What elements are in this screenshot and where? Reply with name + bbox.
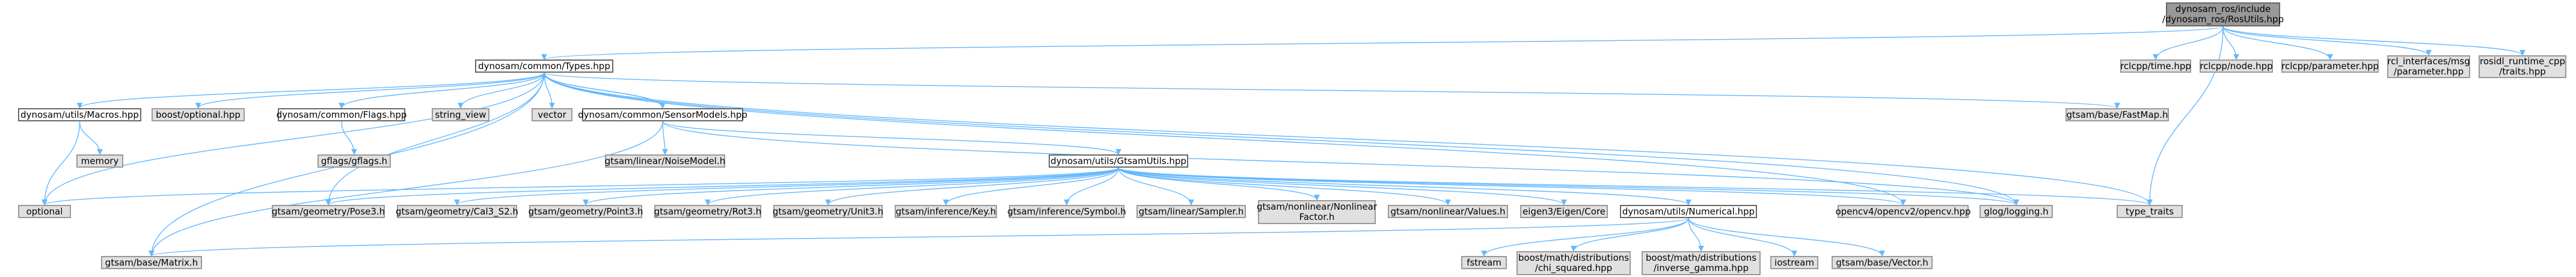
edge-gtsamutils-to-sampler <box>1118 167 1194 205</box>
edge-root-to-type_traits <box>2147 26 2224 205</box>
edge-gtsamutils-to-pose3 <box>325 167 1119 205</box>
edge-gtsamutils-to-glog <box>1118 167 2019 205</box>
node-nlfactor: gtsam/nonlinear/Nonlinear Factor.h <box>1257 200 1377 224</box>
edge-types-to-flags <box>339 72 545 109</box>
edges-layer <box>41 26 2525 257</box>
edge-gtsamutils-to-symbol <box>1064 167 1119 205</box>
edge-gtsamutils-to-eigen <box>1118 167 1567 205</box>
node-numerical[interactable]: dynosam/utils/Numerical.hpp <box>1620 205 1757 218</box>
edge-gtsamutils-to-nlfactor <box>1118 167 1320 201</box>
node-macros[interactable]: dynosam/utils/Macros.hpp <box>18 108 141 121</box>
edge-gtsamutils-to-rot3 <box>705 167 1119 205</box>
node-types[interactable]: dynosam/common/Types.hpp <box>475 59 613 73</box>
node-rcl-node: rclcpp/node.hpp <box>2200 59 2273 73</box>
edge-macros-to-optional <box>41 121 81 205</box>
node-values: gtsam/nonlinear/Values.h <box>1388 205 1508 218</box>
node-fastmap: gtsam/base/FastMap.h <box>2065 108 2169 121</box>
node-opencv: opencv4/opencv2/opencv.hpp <box>1835 205 1971 218</box>
edge-sensor-to-glog <box>662 121 2019 205</box>
edge-gtsamutils-to-values <box>1118 167 1451 205</box>
node-rcl-time: rclcpp/time.hpp <box>2120 59 2191 73</box>
node-gflags: gflags/gflags.h <box>317 154 391 168</box>
edge-gtsamutils-to-unit3 <box>825 167 1119 205</box>
node-vector: vector <box>532 108 572 121</box>
edge-types-to-pose3 <box>325 72 545 205</box>
edge-types-to-string_view <box>458 72 545 109</box>
node-chi: boost/math/distributions /chi_squared.hp… <box>1516 251 1631 275</box>
node-sampler: gtsam/linear/Sampler.h <box>1136 205 1246 218</box>
node-key: gtsam/inference/Key.h <box>895 205 997 218</box>
edge-gtsamutils-to-point3 <box>583 167 1119 205</box>
node-memory: memory <box>76 154 123 168</box>
node-matrix: gtsam/base/Matrix.h <box>101 256 202 269</box>
edge-numerical-to-invgamma <box>1688 218 1704 252</box>
node-gvector: gtsam/base/Vector.h <box>1832 256 1933 269</box>
edge-types-to-optional <box>41 72 545 205</box>
edge-types-to-macros <box>76 72 545 109</box>
edge-numerical-to-matrix <box>149 218 1689 257</box>
edge-flags-to-gflags <box>341 121 357 155</box>
edge-macros-to-memory <box>79 121 103 155</box>
edge-numerical-to-fstream <box>1481 218 1689 257</box>
node-type-traits: type_traits <box>2117 205 2183 218</box>
edge-gtsamutils-to-key <box>943 167 1119 205</box>
node-unit3: gtsam/geometry/Unit3.h <box>773 205 883 218</box>
edge-types-to-glog <box>544 72 2019 205</box>
node-point3: gtsam/geometry/Point3.h <box>529 205 643 218</box>
node-string-view: string_view <box>432 108 489 121</box>
node-symbol: gtsam/inference/Symbol.h <box>1007 205 1126 218</box>
edge-sensor-to-matrix <box>149 121 663 257</box>
node-pose3: gtsam/geometry/Pose3.h <box>272 205 385 218</box>
edge-numerical-to-iostream <box>1688 218 1797 257</box>
node-root: dynosam_ros/include /dynosam_ros/RosUtil… <box>2162 2 2284 26</box>
edge-numerical-to-chi <box>1571 218 1689 252</box>
node-flags[interactable]: dynosam/common/Flags.hpp <box>277 108 406 121</box>
node-rcl-ifaces: rcl_interfaces/msg /parameter.hpp <box>2387 55 2470 78</box>
node-noise: gtsam/linear/NoiseModel.h <box>605 154 725 168</box>
node-fstream: fstream <box>1461 256 1507 269</box>
node-eigen: eigen3/Eigen/Core <box>1520 205 1608 218</box>
node-invgamma: boost/math/distributions /inverse_gamma.… <box>1642 251 1761 275</box>
edge-root-to-types <box>542 26 2224 60</box>
node-cal3: gtsam/geometry/Cal3_S2.h <box>396 205 518 218</box>
node-rosidl: rosidl_runtime_cpp /traits.hpp <box>2479 55 2566 78</box>
edge-gtsamutils-to-type_traits <box>1118 167 2153 205</box>
edge-gtsamutils-to-opencv <box>1118 167 1906 205</box>
edge-sensor-to-types <box>541 72 663 109</box>
edge-root-to-rosidl <box>2222 26 2525 56</box>
node-optional: optional <box>18 205 71 218</box>
node-sensor[interactable]: dynosam/common/SensorModels.hpp <box>578 108 747 121</box>
edge-root-to-rcl_ifaces <box>2222 26 2432 56</box>
node-boost-opt: boost/optional.hpp <box>152 108 245 121</box>
edge-gtsamutils-to-optional <box>41 167 1119 205</box>
edge-types-to-boost_opt <box>195 72 545 109</box>
edge-root-to-rcl_time <box>2153 26 2224 60</box>
edge-types-to-type_traits <box>544 72 2153 205</box>
edge-root-to-rcl_node <box>2222 26 2239 60</box>
node-glog: glog/logging.h <box>1980 205 2053 218</box>
node-gtsamutils[interactable]: dynosam/utils/GtsamUtils.hpp <box>1049 154 1188 168</box>
node-rot3: gtsam/geometry/Rot3.h <box>654 205 761 218</box>
edge-root-to-rcl_param <box>2222 26 2333 60</box>
edge-numerical-to-gvector <box>1688 218 1885 257</box>
node-rcl-param: rclcpp/parameter.hpp <box>2281 59 2379 73</box>
edge-gtsamutils-to-numerical <box>1118 167 1691 205</box>
node-iostream: iostream <box>1770 256 1818 269</box>
edge-sensor-to-noise <box>662 121 668 155</box>
edge-types-to-fastmap <box>544 72 2120 109</box>
edge-sensor-to-gtsamutils <box>662 121 1121 155</box>
edge-gtsamutils-to-cal3 <box>454 167 1119 205</box>
edge-types-to-opencv <box>544 72 1906 205</box>
